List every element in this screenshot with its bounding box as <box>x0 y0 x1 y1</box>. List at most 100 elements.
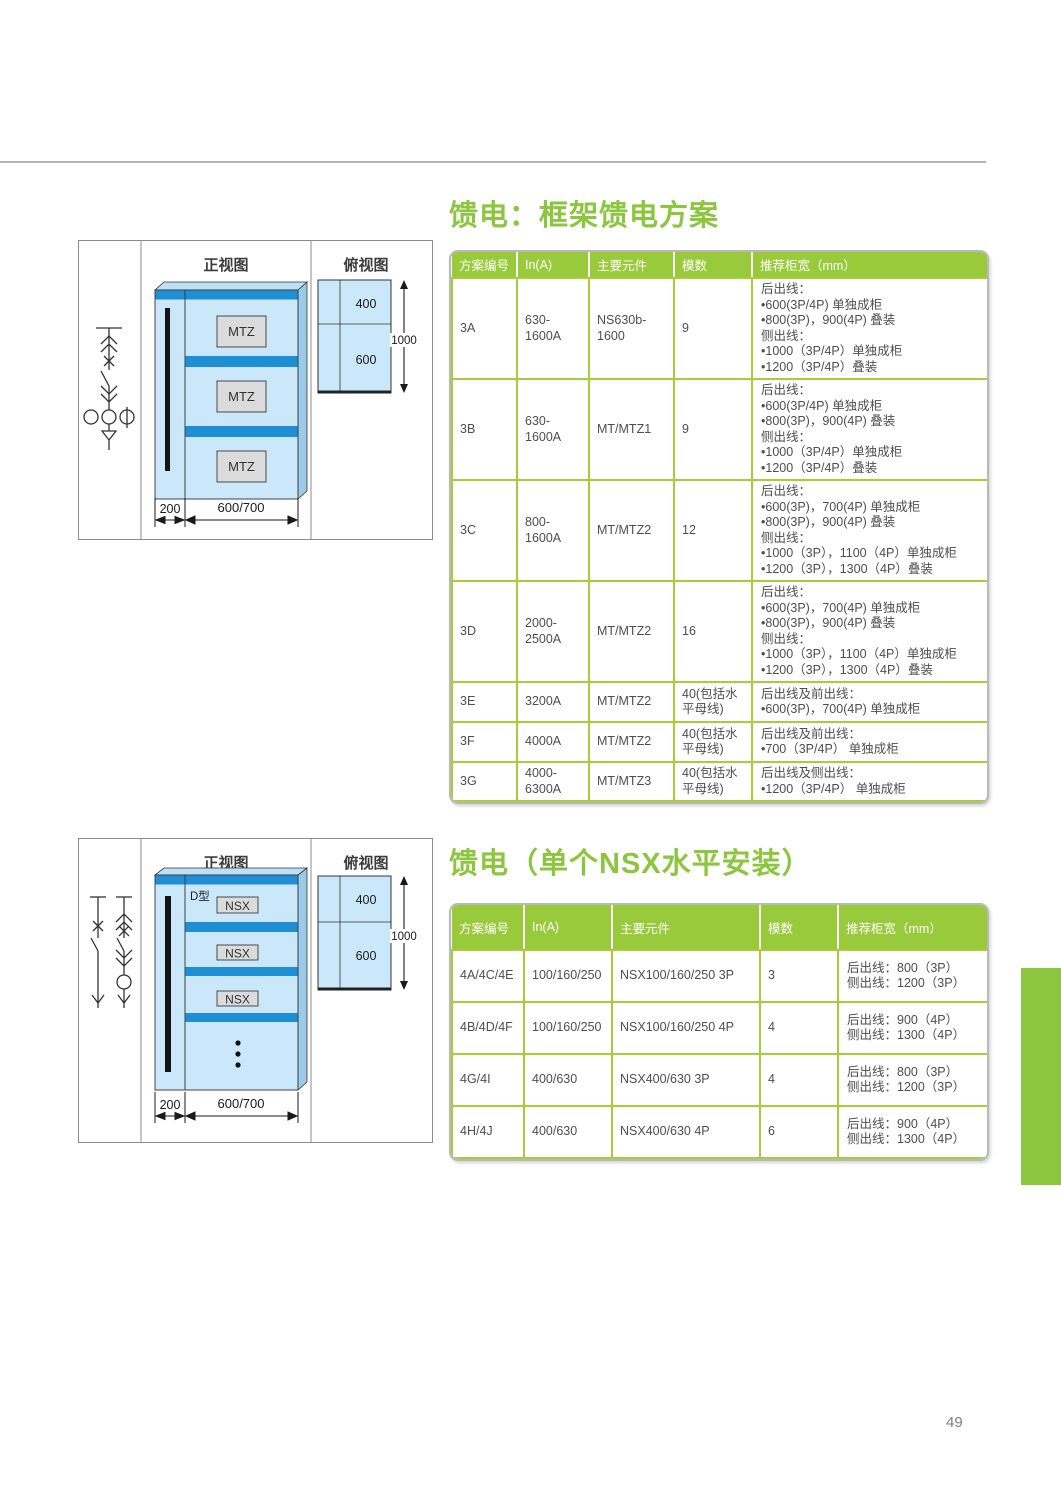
nsx-feeder-table: 方案编号 In(A) 主要元件 模数 推荐柜宽（mm） 4A/4C/4E 100… <box>451 905 987 1159</box>
cell-scheme-id: 4B/4D/4F <box>451 1001 525 1055</box>
cell-component: MT/MTZ1 <box>588 378 675 481</box>
frame-feeder-diagram: 正视图 MTZ MTZ MTZ 200 600/700 俯视图 400 <box>78 240 433 545</box>
column-header: 推荐柜宽（mm） <box>838 905 987 951</box>
column-header: 主要元件 <box>589 252 675 279</box>
cell-scheme-id: 3D <box>451 580 518 683</box>
cell-in: 630-1600A <box>516 277 590 380</box>
cell-scheme-id: 4H/4J <box>451 1105 525 1159</box>
cell-in: 630-1600A <box>516 378 590 481</box>
mtz-label: MTZ <box>228 324 255 339</box>
table-row: 3C 800-1600A MT/MTZ2 12 后出线： •600(3P)，70… <box>451 479 987 582</box>
cell-in: 4000A <box>516 721 590 763</box>
cabinet-top-view: 400 600 1000 <box>317 875 418 991</box>
type-label: D型 <box>190 889 210 903</box>
table-row: 3D 2000- 2500A MT/MTZ2 16 后出线： •600(3P)，… <box>451 580 987 683</box>
cell-modules: 4 <box>759 1001 839 1055</box>
table-row: 4B/4D/4F 100/160/250 NSX100/160/250 4P 4… <box>451 1001 987 1055</box>
cell-component: MT/MTZ3 <box>588 761 675 802</box>
cell-component: NSX100/160/250 3P <box>611 949 761 1003</box>
nsx-feeder-diagram: 正视图 D型 NSX NSX NSX 200 600/700 俯视图 <box>78 838 433 1148</box>
cell-modules: 4 <box>759 1053 839 1107</box>
cell-scheme-id: 4A/4C/4E <box>451 949 525 1003</box>
table-row: 3B 630-1600A MT/MTZ1 9 后出线： •600(3P/4P) … <box>451 378 987 481</box>
dim-600-label: 600 <box>356 949 377 963</box>
cell-recommended-width: 后出线： •600(3P/4P) 单独成柜 •800(3P)，900(4P) 叠… <box>751 378 987 481</box>
mtz-label: MTZ <box>228 389 255 404</box>
nsx-label: NSX <box>225 947 250 961</box>
section1-title: 馈电：框架馈电方案 <box>449 200 720 232</box>
cell-modules: 6 <box>759 1105 839 1159</box>
cell-recommended-width: 后出线及侧出线： •1200（3P/4P） 单独成柜 <box>751 761 987 802</box>
cell-modules: 12 <box>673 479 753 582</box>
cell-scheme-id: 3G <box>451 761 518 802</box>
column-header: 推荐柜宽（mm） <box>752 252 987 279</box>
table-row: 3G 4000- 6300A MT/MTZ3 40(包括水平母线) 后出线及侧出… <box>451 761 987 802</box>
cell-recommended-width: 后出线及前出线： •600(3P)，700(4P) 单独成柜 <box>751 681 987 723</box>
cell-modules: 3 <box>759 949 839 1003</box>
column-header: 方案编号 <box>452 252 518 279</box>
dim-600-700-label: 600/700 <box>218 1096 265 1111</box>
cabinet-front-view: MTZ MTZ MTZ <box>153 281 309 500</box>
dim-600-label: 600 <box>356 353 377 367</box>
dim-1000-label: 1000 <box>391 335 417 347</box>
cell-recommended-width: 后出线： •600(3P/4P) 单独成柜 •800(3P)，900(4P) 叠… <box>751 277 987 380</box>
cell-component: NSX400/630 3P <box>611 1053 761 1107</box>
busbar <box>165 896 171 1072</box>
cell-component: NSX400/630 4P <box>611 1105 761 1159</box>
mtz-box <box>216 450 267 483</box>
cell-modules: 40(包括水平母线) <box>673 681 753 723</box>
header-rule <box>0 161 986 163</box>
cabinet-top-view: 400 600 1000 <box>317 279 418 394</box>
cell-recommended-width: 后出线： •600(3P)，700(4P) 单独成柜 •800(3P)，900(… <box>751 580 987 683</box>
ellipsis-dot <box>235 1051 241 1057</box>
frame-feeder-table: 方案编号 In(A) 主要元件 模数 推荐柜宽（mm） 3A 630-1600A… <box>451 252 987 802</box>
cell-modules: 9 <box>673 277 753 380</box>
cell-component: MT/MTZ2 <box>588 580 675 683</box>
ellipsis-dot <box>235 1040 241 1046</box>
column-header: 主要元件 <box>612 905 761 951</box>
cell-in: 2000- 2500A <box>516 580 590 683</box>
cell-in: 800-1600A <box>516 479 590 582</box>
dim-200-label: 200 <box>160 502 181 516</box>
ellipsis-dot <box>235 1062 241 1068</box>
dimension-annotations <box>154 1092 299 1123</box>
cell-recommended-width: 后出线：800（3P） 侧出线：1200（3P） <box>837 1053 987 1107</box>
cell-recommended-width: 后出线：900（4P） 侧出线：1300（4P） <box>837 1001 987 1055</box>
cabinet-front-view: D型 NSX NSX NSX <box>153 867 309 1091</box>
cell-modules: 40(包括水平母线) <box>673 761 753 802</box>
front-view-label: 正视图 <box>203 256 248 274</box>
cell-component: NS630b-1600 <box>588 277 675 380</box>
cell-scheme-id: 3C <box>451 479 518 582</box>
cell-scheme-id: 3E <box>451 681 518 723</box>
cell-in: 4000- 6300A <box>516 761 590 802</box>
column-header: 模数 <box>760 905 839 951</box>
page-number: 49 <box>946 1414 963 1431</box>
cell-scheme-id: 3F <box>451 721 518 763</box>
nsx-box <box>216 990 259 1007</box>
nsx-label: NSX <box>225 899 250 913</box>
single-line-symbol <box>115 896 133 1008</box>
dim-600-700-label: 600/700 <box>218 500 265 515</box>
mtz-label: MTZ <box>228 459 255 474</box>
cell-scheme-id: 4G/4I <box>451 1053 525 1107</box>
column-header: In(A) <box>524 905 613 951</box>
cell-in: 100/160/250 <box>523 949 613 1003</box>
cell-recommended-width: 后出线： •600(3P)，700(4P) 单独成柜 •800(3P)，900(… <box>751 479 987 582</box>
column-header: 方案编号 <box>452 905 525 951</box>
top-view-label: 俯视图 <box>343 256 388 274</box>
mtz-box <box>216 315 267 348</box>
table-row: 3E 3200A MT/MTZ2 40(包括水平母线) 后出线及前出线： •60… <box>451 681 987 723</box>
dim-1000-label: 1000 <box>391 931 417 943</box>
cell-scheme-id: 3B <box>451 378 518 481</box>
cell-in: 3200A <box>516 681 590 723</box>
dim-400-label: 400 <box>356 893 377 907</box>
single-line-symbol <box>90 896 106 1008</box>
column-header: In(A) <box>517 252 590 279</box>
table-row: 4A/4C/4E 100/160/250 NSX100/160/250 3P 3… <box>451 949 987 1003</box>
single-line-symbol <box>83 327 135 450</box>
nsx-label: NSX <box>225 993 250 1007</box>
dimension-annotations <box>154 498 299 527</box>
column-header: 模数 <box>674 252 753 279</box>
header-row: 方案编号 In(A) 主要元件 模数 推荐柜宽（mm） <box>452 252 987 279</box>
